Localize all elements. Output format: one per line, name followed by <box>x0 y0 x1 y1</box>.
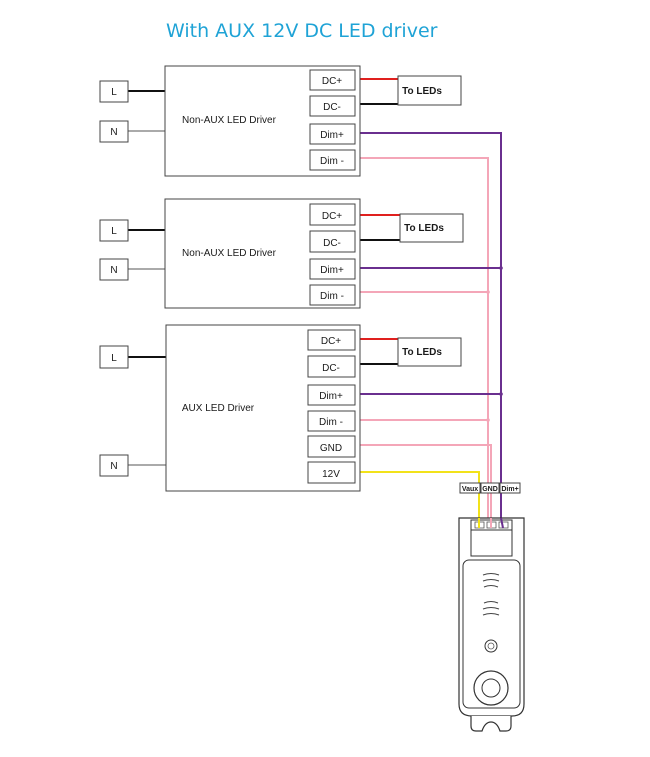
controller-device <box>458 517 525 732</box>
driver1-terminal-dimminus <box>309 149 356 171</box>
input-n-box <box>99 120 129 143</box>
driver3-terminal-12v <box>307 461 356 484</box>
terminal-label: Dim+ <box>320 265 344 276</box>
terminal-label: Dim - <box>319 417 343 428</box>
driver2-terminal-dcplus <box>309 203 356 226</box>
terminal-label: DC- <box>322 363 340 374</box>
junction-dot <box>486 290 490 294</box>
terminal-label: DC+ <box>321 336 341 347</box>
input-n-box <box>99 258 129 281</box>
driver3-12v-wire <box>355 471 480 519</box>
driver3-terminal-dcminus <box>307 355 356 378</box>
terminal-label: DC- <box>323 238 341 249</box>
junction-dot <box>499 266 503 270</box>
driver3-gnd-wire <box>355 444 492 519</box>
input-n-label: N <box>110 265 117 276</box>
terminal-label: Dim - <box>320 291 344 302</box>
driver1-terminal-dcplus <box>309 69 356 91</box>
controller-terminal-gnd <box>480 482 500 494</box>
driver3-name: AUX LED Driver <box>182 403 255 414</box>
controller-terminal-vaux <box>459 482 481 494</box>
driver3-to-leds-box <box>397 337 462 367</box>
terminal-label: GND <box>320 443 342 454</box>
driver2-to-leds-box <box>399 213 464 243</box>
input-n-label: N <box>110 461 117 472</box>
input-l-box <box>99 219 129 242</box>
controller-dimplus-wire-end <box>500 517 504 529</box>
driver2-terminal-dimplus <box>309 258 356 280</box>
junction-dot <box>499 392 503 396</box>
input-l-label: L <box>111 353 117 364</box>
input-l-box <box>99 345 129 369</box>
driver3-terminal-dcplus <box>307 329 356 351</box>
to-leds-label: To LEDs <box>404 223 444 234</box>
diagram-title: With AUX 12V DC LED driver <box>166 20 438 42</box>
driver2-terminal-dcminus <box>309 230 356 253</box>
controller-terminal-label: Dim+ <box>501 486 518 493</box>
terminal-label: Dim+ <box>319 391 343 402</box>
input-n-box <box>99 454 129 477</box>
to-leds-label: To LEDs <box>402 86 442 97</box>
driver1-terminal-dcminus <box>309 95 356 117</box>
terminal-label: Dim+ <box>320 130 344 141</box>
driver1-dimplus-wire <box>355 132 502 519</box>
input-l-label: L <box>111 87 117 98</box>
terminal-label: DC+ <box>322 211 342 222</box>
terminal-label: 12V <box>322 469 340 480</box>
driver3-terminal-gnd <box>307 435 356 458</box>
input-l-box <box>99 80 129 103</box>
terminal-label: Dim - <box>320 156 344 167</box>
driver2-terminal-dimminus <box>309 284 356 306</box>
junction-dot <box>486 418 490 422</box>
controller-terminal-label: GND <box>482 486 498 493</box>
terminal-label: DC- <box>323 102 341 113</box>
to-leds-label: To LEDs <box>402 347 442 358</box>
driver1-to-leds-box <box>397 75 462 106</box>
driver1-dimminus-wire <box>355 157 489 519</box>
terminal-label: DC+ <box>322 76 342 87</box>
driver1-terminal-dimplus <box>309 123 356 145</box>
driver1-name: Non-AUX LED Driver <box>182 115 277 126</box>
driver3-terminal-dimminus <box>307 410 356 432</box>
controller-terminal-dimplus <box>499 482 521 494</box>
driver3-terminal-dimplus <box>307 384 356 406</box>
controller-terminal-label: Vaux <box>462 486 478 493</box>
input-l-label: L <box>111 226 117 237</box>
input-n-label: N <box>110 127 117 138</box>
driver2-name: Non-AUX LED Driver <box>182 248 277 259</box>
